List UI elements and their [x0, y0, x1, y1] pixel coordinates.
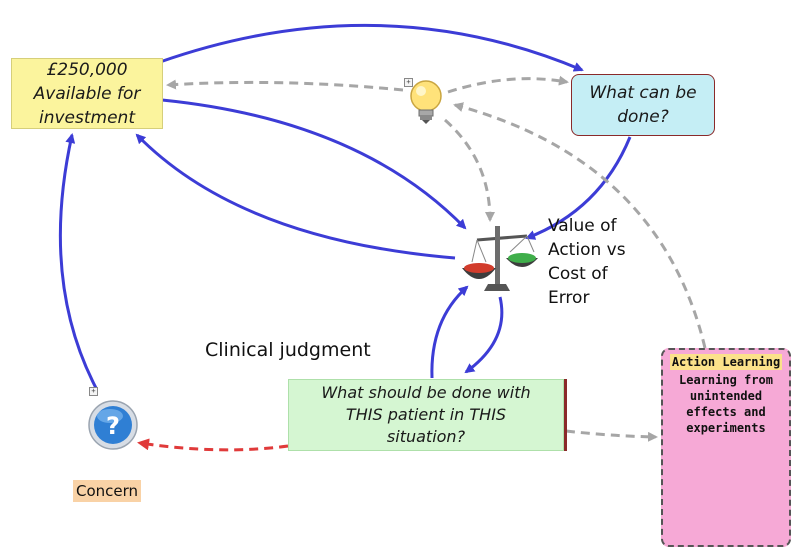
- value-line-4: Error: [548, 288, 590, 308]
- expand-icon-concern[interactable]: +: [89, 387, 98, 396]
- action-body-line-1: Learning from: [679, 373, 773, 387]
- what-should-be-done-node[interactable]: What should be done with THIS patient in…: [288, 379, 564, 451]
- what-should-line-3: situation?: [386, 427, 466, 446]
- question-mark-icon: ?: [88, 400, 138, 450]
- what-can-be-done-node[interactable]: What can be done?: [571, 74, 715, 136]
- value-line-3: Cost of: [548, 264, 608, 284]
- arrow-scales-to-what-should: [464, 296, 504, 374]
- investment-line-3: investment: [39, 107, 135, 128]
- lightbulb-icon: [410, 80, 442, 124]
- arrow-scales-to-investment: [135, 133, 456, 260]
- arrow-what-should-to-action-learning: [565, 429, 658, 442]
- action-learning-title: Action Learning: [669, 354, 783, 370]
- arrow-bulb-to-scales: [444, 118, 495, 222]
- arrow-bulb-to-investment: [166, 79, 404, 92]
- arrow-investment-to-scales: [161, 98, 467, 230]
- arrow-what-should-to-concern: [137, 438, 289, 452]
- what-can-line-1: What can be: [589, 83, 697, 103]
- arrow-bulb-to-what-can: [447, 75, 569, 94]
- investment-node[interactable]: £250,000 Available for investment: [11, 58, 163, 129]
- arrow-concern-to-investment: [58, 133, 98, 389]
- arrow-investment-to-what-can: [159, 23, 584, 72]
- expand-icon-lightbulb[interactable]: +: [404, 78, 413, 87]
- arrow-what-should-to-scales: [430, 285, 469, 379]
- arrow-what-can-to-scales: [525, 136, 632, 240]
- balance-scale-icon: [462, 226, 538, 291]
- concern-label[interactable]: Concern: [73, 480, 142, 502]
- what-can-line-2: done?: [617, 107, 669, 127]
- action-learning-body: Learning from unintended effects and exp…: [679, 372, 773, 436]
- action-body-line-4: experiments: [686, 421, 766, 435]
- arrow-action-learning-to-bulb: [453, 102, 707, 349]
- value-line-2: Action vs: [548, 240, 626, 260]
- value-line-1: Value of: [548, 216, 617, 236]
- svg-text:?: ?: [106, 412, 120, 440]
- investment-line-2: Available for: [33, 83, 141, 104]
- action-body-line-3: effects and: [686, 405, 766, 419]
- what-should-line-2: THIS patient in THIS: [345, 405, 507, 424]
- clinical-judgment-label[interactable]: Clinical judgment: [205, 339, 371, 361]
- action-learning-node[interactable]: Action Learning Learning from unintended…: [661, 348, 791, 547]
- investment-line-1: £250,000: [46, 59, 128, 80]
- action-body-line-2: unintended: [689, 389, 763, 403]
- value-of-action-label[interactable]: Value of Action vs Cost of Error: [548, 214, 626, 310]
- what-should-line-1: What should be done with: [321, 383, 531, 402]
